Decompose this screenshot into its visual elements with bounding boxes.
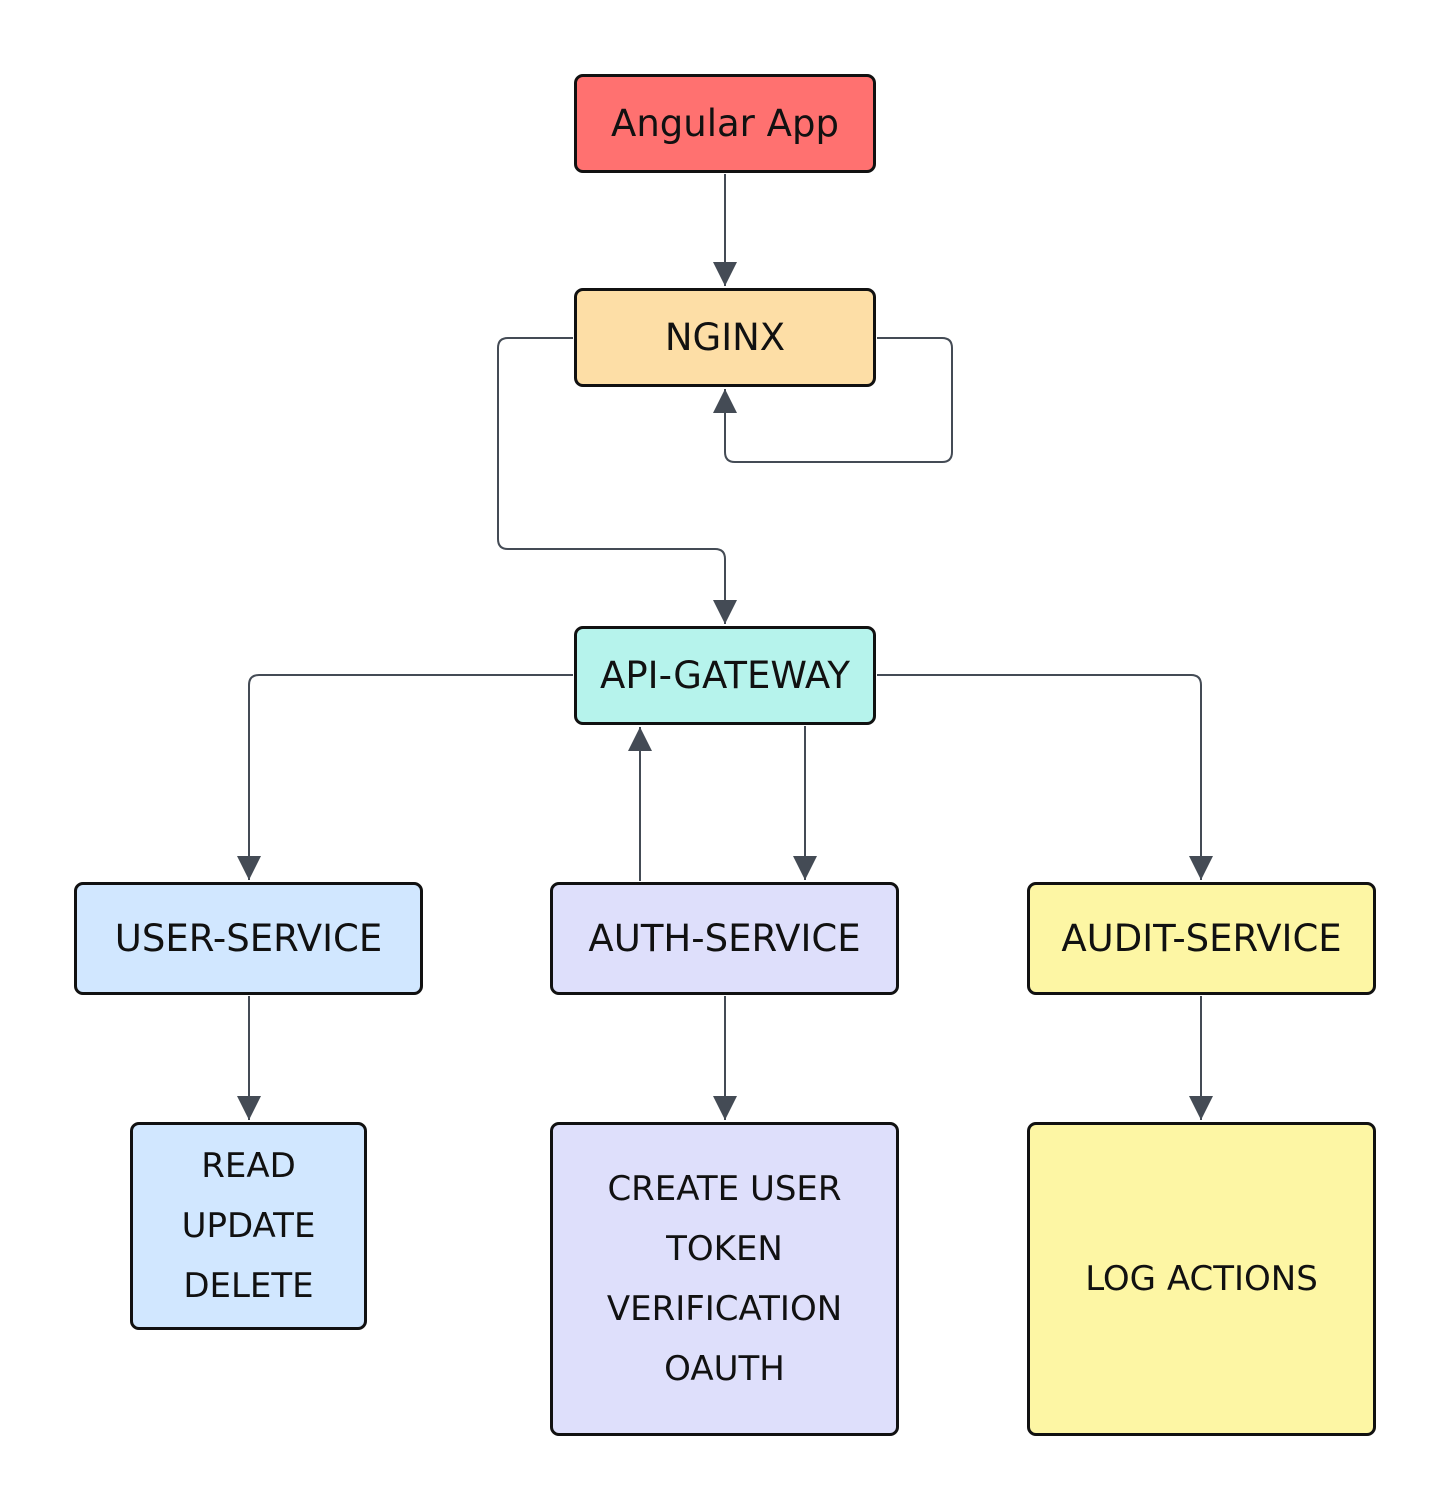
auth-op-oauth: OAUTH [664,1349,785,1389]
edge-nginx-self-loop [713,337,953,463]
edge-nginx-to-api-gateway [497,337,737,624]
user-op-delete: DELETE [183,1266,314,1306]
auth-op-create-user: CREATE USER [607,1169,842,1209]
user-op-read: READ [201,1146,296,1186]
audit-service-node: AUDIT-SERVICE [1027,882,1376,995]
user-service-node: USER-SERVICE [74,882,423,995]
audit-operations-node: LOG ACTIONS [1027,1122,1376,1436]
nginx-node: NGINX [574,288,876,387]
auth-service-node: AUTH-SERVICE [550,882,899,995]
auth-op-verification: VERIFICATION [606,1289,843,1329]
api-gateway-label: API-GATEWAY [600,653,850,697]
angular-app-label: Angular App [611,101,839,145]
auth-service-label: AUTH-SERVICE [588,916,861,960]
nginx-label: NGINX [664,315,786,359]
api-gateway-node: API-GATEWAY [574,626,876,725]
user-op-update: UPDATE [181,1206,316,1246]
audit-service-label: AUDIT-SERVICE [1061,916,1342,960]
user-operations-node: READ UPDATE DELETE [130,1122,367,1330]
user-service-label: USER-SERVICE [114,916,383,960]
angular-app-node: Angular App [574,74,876,173]
auth-op-token: TOKEN [666,1229,783,1269]
audit-op-log-actions: LOG ACTIONS [1085,1259,1318,1299]
edge-api-gateway-to-user-service [237,674,573,880]
edge-api-gateway-to-audit-service [877,674,1213,880]
auth-operations-node: CREATE USER TOKEN VERIFICATION OAUTH [550,1122,899,1436]
